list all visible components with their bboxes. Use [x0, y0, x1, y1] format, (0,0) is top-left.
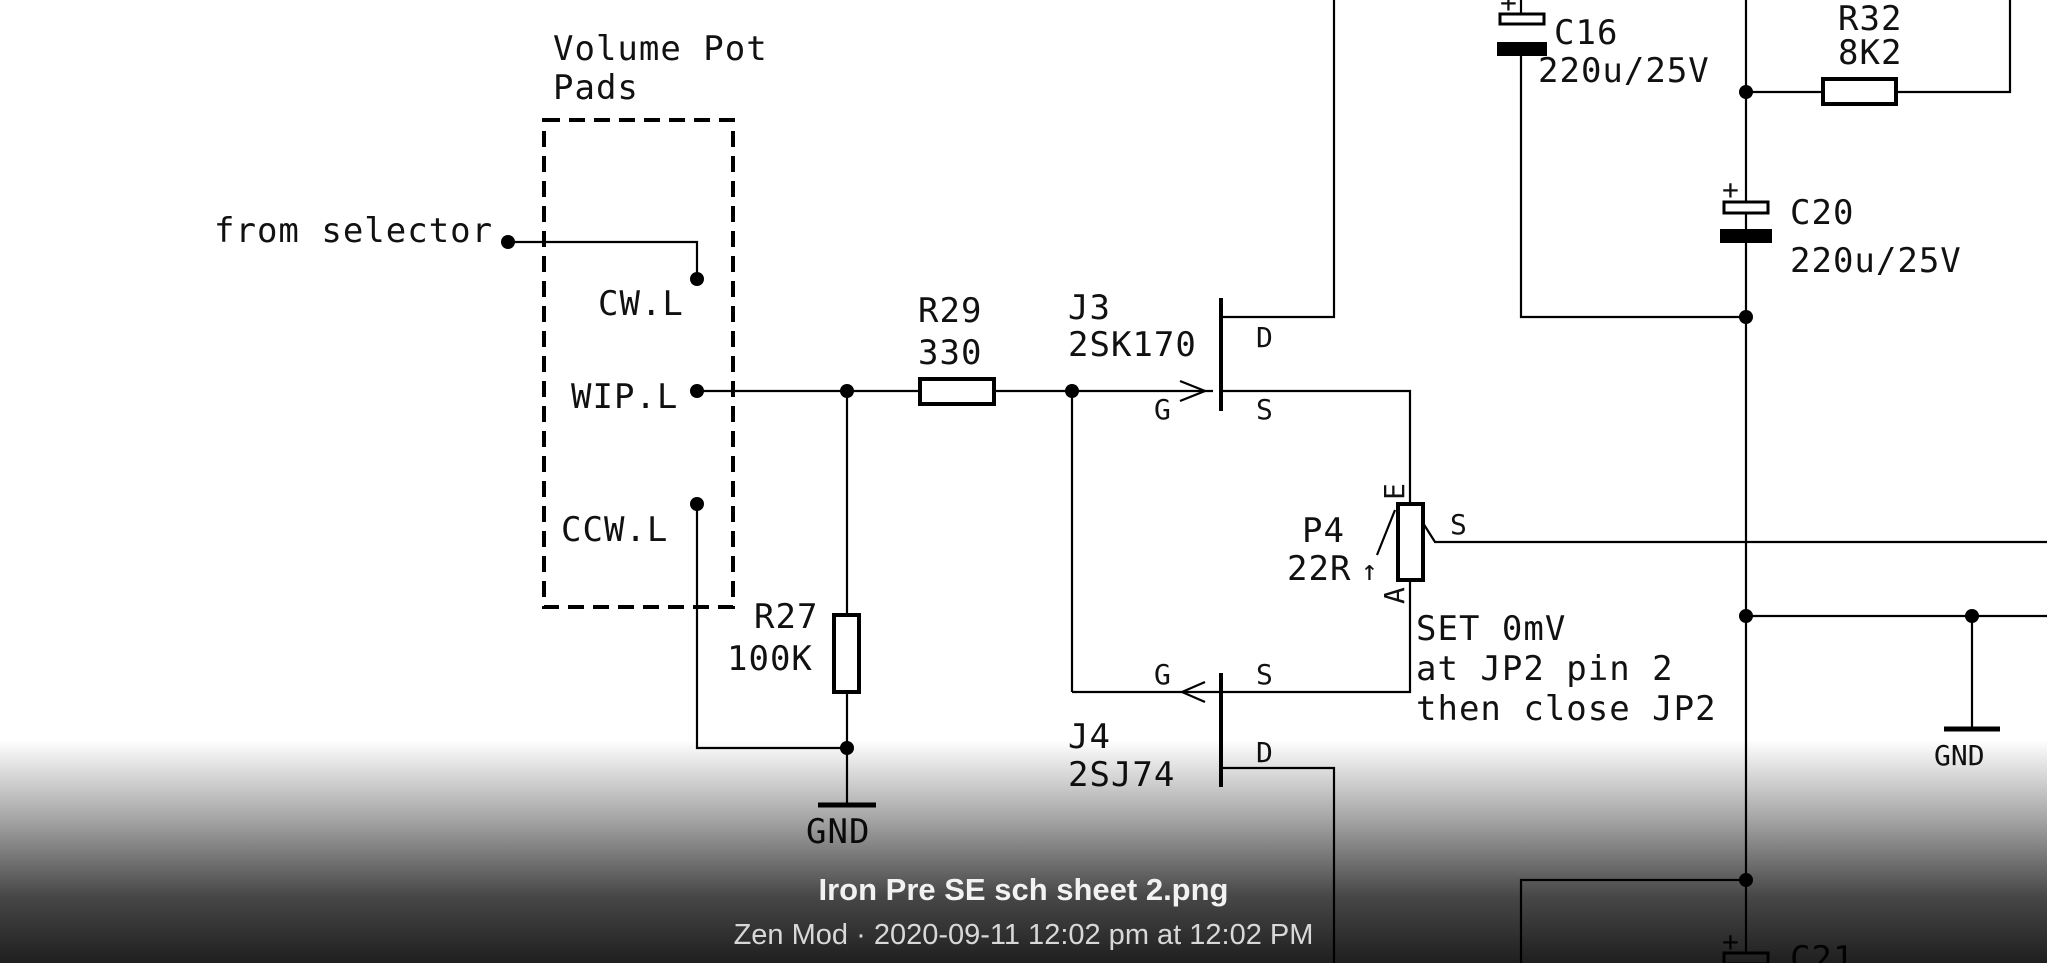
p4-arrow-glyph: ↑: [1361, 554, 1378, 587]
c16-value: 220u/25V: [1538, 51, 1710, 91]
image-filename: Iron Pre SE sch sheet 2.png: [818, 872, 1229, 907]
image-date: 2020-09-11 12:02 pm at 12:02 PM: [873, 919, 1314, 951]
c16-plate-positive: [1498, 12, 1546, 26]
p4-value: 22R: [1287, 549, 1351, 589]
j3-ref: J3: [1068, 288, 1111, 328]
volume-pot-subtitle: Pads: [553, 68, 639, 108]
wire: [1519, 56, 1746, 319]
wire: [1221, 0, 1336, 319]
r27-ref: R27: [754, 597, 818, 637]
r29-ref: R29: [918, 291, 982, 331]
junction: [1739, 310, 1753, 324]
j4-gate-arrow: [1179, 680, 1206, 704]
pad-label-ccw: CCW.L: [561, 510, 668, 550]
j3-gate-arrow: [1179, 379, 1208, 403]
r32-value: 8K2: [1838, 33, 1902, 73]
note-line-1: SET 0mV: [1416, 609, 1566, 649]
c16-plus: +: [1500, 0, 1517, 19]
c20-ref: C20: [1790, 193, 1854, 233]
wire: [1221, 580, 1412, 694]
resistor-r32: [1821, 77, 1898, 106]
resistor-r29: [918, 377, 996, 406]
j3-drain-label: D: [1256, 321, 1273, 354]
c20-value: 220u/25V: [1790, 241, 1962, 281]
j3-source-label: S: [1256, 393, 1273, 426]
j4-drain-label: D: [1256, 736, 1273, 769]
gnd-label-left: GND: [806, 812, 870, 852]
wire: [1422, 522, 2047, 544]
r29-value: 330: [918, 333, 982, 373]
j4-part: 2SJ74: [1068, 755, 1175, 795]
r27-value: 100K: [727, 639, 813, 679]
gnd-label-right: GND: [1934, 739, 1985, 772]
c20-plate-negative: [1720, 229, 1772, 243]
trimmer-p4: [1396, 502, 1425, 582]
c16-ref: C16: [1554, 13, 1618, 53]
j4-source-label: S: [1256, 658, 1273, 691]
p4-pin-s: S: [1450, 508, 1467, 541]
resistor-r27: [832, 613, 861, 694]
j4-gate-label: G: [1154, 658, 1171, 691]
p4-wiper-arrow: [1375, 509, 1397, 556]
pad-cw: [690, 272, 704, 286]
pad-label-wip: WIP.L: [571, 377, 678, 417]
volume-pot-title: Volume Pot: [553, 29, 768, 69]
from-selector-label: from selector: [214, 211, 493, 251]
pad-label-cw: CW.L: [598, 284, 684, 324]
wire: [1896, 0, 2012, 94]
p4-pin-e: E: [1378, 483, 1411, 500]
p4-ref: P4: [1302, 511, 1345, 551]
c20-plus: +: [1722, 173, 1739, 206]
note-line-2: at JP2 pin 2: [1416, 649, 1674, 689]
j3-gate-label: G: [1154, 393, 1171, 426]
wire: [1221, 389, 1412, 504]
c16-plate-negative: [1497, 42, 1547, 56]
volume-pot-pads-box: [542, 118, 735, 609]
wire: [508, 240, 699, 279]
j4-ref: J4: [1068, 717, 1111, 757]
image-meta: Zen Mod · 2020-09-11 12:02 pm at 12:02 P…: [0, 919, 2047, 952]
p4-pin-a: A: [1378, 587, 1411, 604]
image-author: Zen Mod: [733, 919, 849, 951]
note-line-3: then close JP2: [1416, 689, 1717, 729]
j3-part: 2SK170: [1068, 325, 1197, 365]
meta-separator: ·: [848, 919, 874, 951]
c20-plate-positive: [1722, 200, 1770, 215]
r32-ref: R32: [1838, 0, 1902, 39]
